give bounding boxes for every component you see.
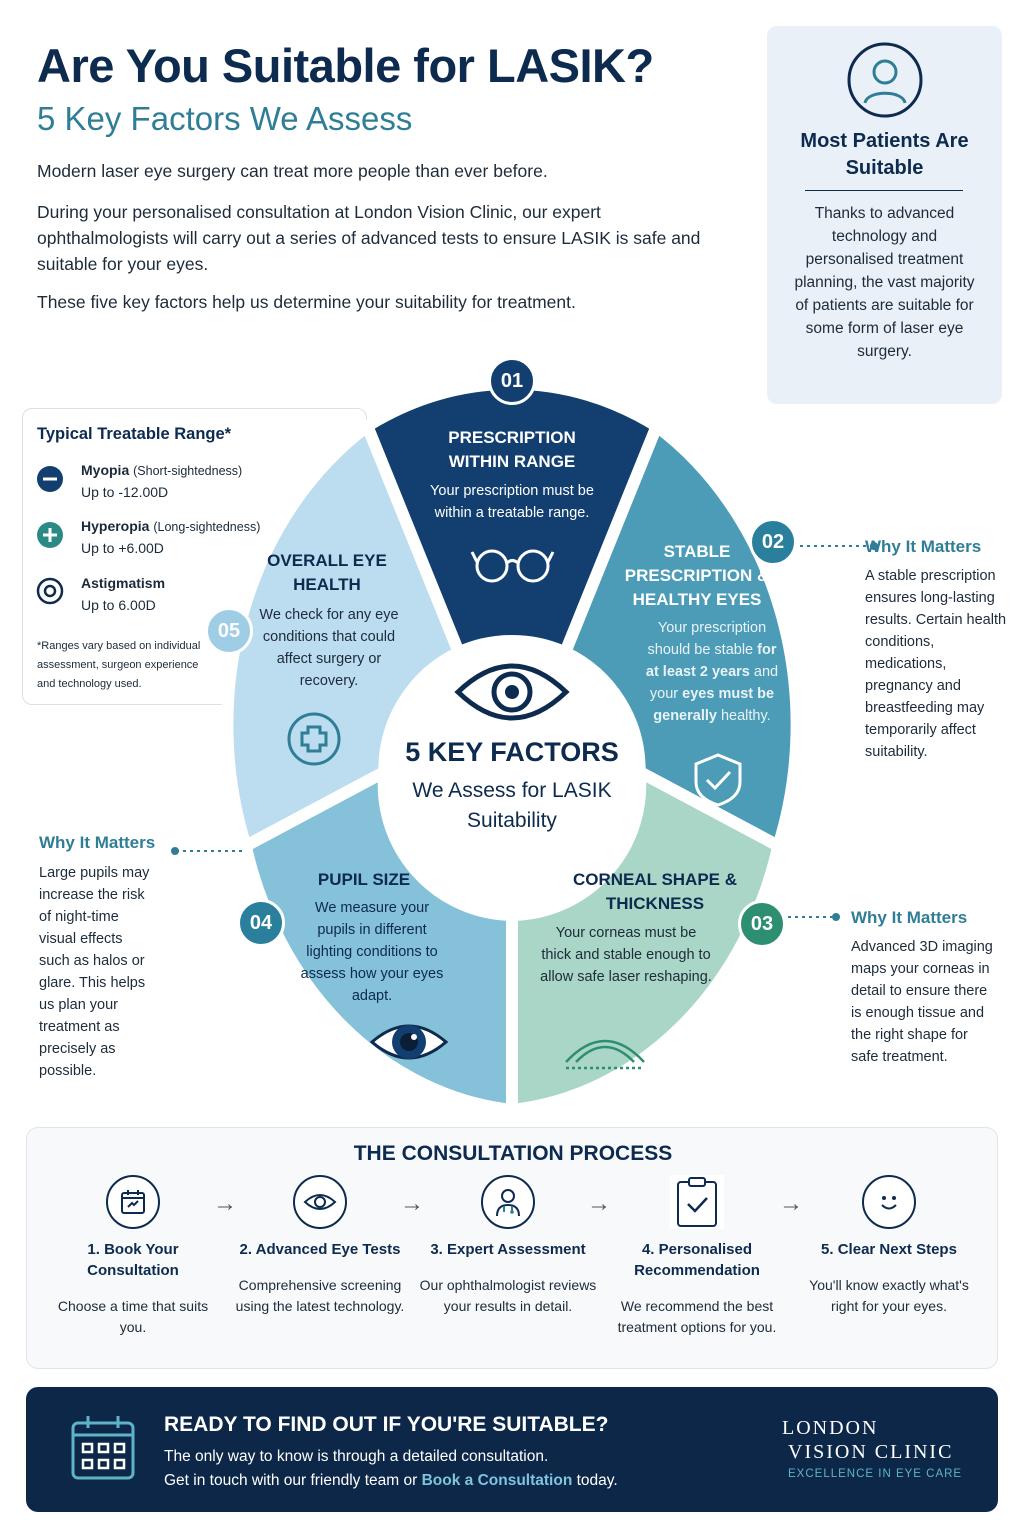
shield-check-icon [694,753,742,807]
range-item-name: Hyperopia (Long-sightedness) [81,518,261,534]
user-icon [847,42,923,118]
why-text: A stable prescription ensures long-lasti… [865,568,1007,760]
factor-text: Your prescription should be stable for a… [645,620,779,724]
factors-wheel [221,380,803,1110]
smiley-icon [862,1175,916,1229]
process-step: 3. Expert Assessment Our ophthalmologist… [418,1175,598,1317]
factor-badge: 03 [738,900,786,948]
cta-banner: READY TO FIND OUT IF YOU'RE SUITABLE? Th… [26,1387,998,1512]
book-consultation-link[interactable]: Book a Consultation [421,1472,573,1489]
arrow-right-icon: → [213,1190,237,1217]
factor-badge: 05 [205,607,253,655]
factor-title: PUPIL SIZE [317,870,411,889]
page-subtitle: 5 Key Factors We Assess [37,100,413,137]
segment-corneal-shape [506,765,785,1110]
factor-title: OVERALL EYE HEALTH [267,551,387,594]
suitability-panel: Most Patients Are Suitable Thanks to adv… [767,26,1002,404]
factor-text: Your corneas must be thick and stable en… [540,925,712,985]
segment-prescription-range [361,380,663,659]
process-step: 4. Personalised Recommendation We recomm… [607,1175,787,1338]
logo-tagline: EXCELLENCE IN EYE CARE [788,1468,963,1480]
glasses-icon [470,549,555,583]
eye-icon [454,663,570,721]
factor-text: We check for any eye conditions that cou… [259,607,399,689]
medical-cross-icon [287,712,341,766]
segment-stable-prescription [559,420,803,852]
factor-badge: 04 [237,899,285,947]
arrow-right-icon: → [587,1190,611,1217]
logo: LONDON [782,1417,879,1439]
factor-title: CORNEAL SHAPE & THICKNESS [572,870,738,913]
factor-text: We measure your pupils in different ligh… [300,900,444,1004]
arrow-right-icon: → [400,1190,424,1217]
why-title: Why It Matters [851,908,968,927]
wheel-center [386,644,638,896]
range-item-name: Myopia (Short-sightedness) [81,462,243,478]
factor-badge: 02 [749,518,797,566]
minus-icon [37,466,63,492]
cta-title: READY TO FIND OUT IF YOU'RE SUITABLE? [164,1413,609,1436]
process-step: 1. Book Your Consultation Choose a time … [43,1175,223,1338]
range-footnote: *Ranges vary based on individual assessm… [37,640,201,690]
center-subtitle: We Assess for LASIK Suitability [412,779,612,832]
consultation-process-panel: THE CONSULTATION PROCESS 1. Book Your Co… [26,1127,998,1369]
cornea-icon [565,1039,645,1070]
range-item-value: Up to +6.00D [81,540,164,556]
factor-title: STABLE PRESCRIPTION & HEALTHY EYES [624,542,770,609]
range-item-value: Up to 6.00D [81,597,156,613]
process-step: 5. Clear Next Steps You'll know exactly … [799,1175,979,1317]
factor-badge: 01 [488,357,536,405]
calendar-icon [106,1175,160,1229]
why-title: Why It Matters [39,833,156,852]
plus-icon [37,522,63,548]
calendar-icon [71,1416,135,1480]
process-title: THE CONSULTATION PROCESS [353,1142,673,1165]
factor-text: Your prescription must be within a treat… [430,483,594,521]
intro-paragraph: These five key factors help us determine… [37,292,576,312]
process-step: 2. Advanced Eye Tests Comprehensive scre… [230,1175,410,1317]
segment-pupil-size [239,765,518,1110]
range-title: Typical Treatable Range* [37,425,232,443]
logo: VISION CLINIC [788,1441,954,1463]
center-title: 5 KEY FACTORS [405,737,619,767]
range-item-value: Up to -12.00D [81,484,169,500]
pupil-icon [369,1024,449,1060]
why-text: Large pupils may increase the risk of ni… [39,865,150,1079]
factor-title: PRESCRIPTION WITHIN RANGE [448,428,576,471]
why-text: Advanced 3D imaging maps your corneas in… [851,939,993,1065]
suitability-text: Thanks to advanced technology and person… [794,205,975,360]
divider [805,190,963,191]
target-icon [36,577,64,605]
why-title: Why It Matters [865,537,982,556]
clipboard-check-icon [670,1175,724,1229]
intro-paragraph: During your personalised consultation at… [37,202,701,274]
intro-paragraph: Modern laser eye surgery can treat more … [37,161,548,181]
page-title: Are You Suitable for LASIK? [37,39,654,92]
doctor-icon [481,1175,535,1229]
suitability-title: Most Patients Are Suitable [800,130,969,179]
cta-text: The only way to know is through a detail… [164,1448,618,1489]
arrow-right-icon: → [779,1190,803,1217]
segment-overall-health [221,420,465,852]
eye-icon [293,1175,347,1229]
range-item-name: Astigmatism [81,575,166,591]
